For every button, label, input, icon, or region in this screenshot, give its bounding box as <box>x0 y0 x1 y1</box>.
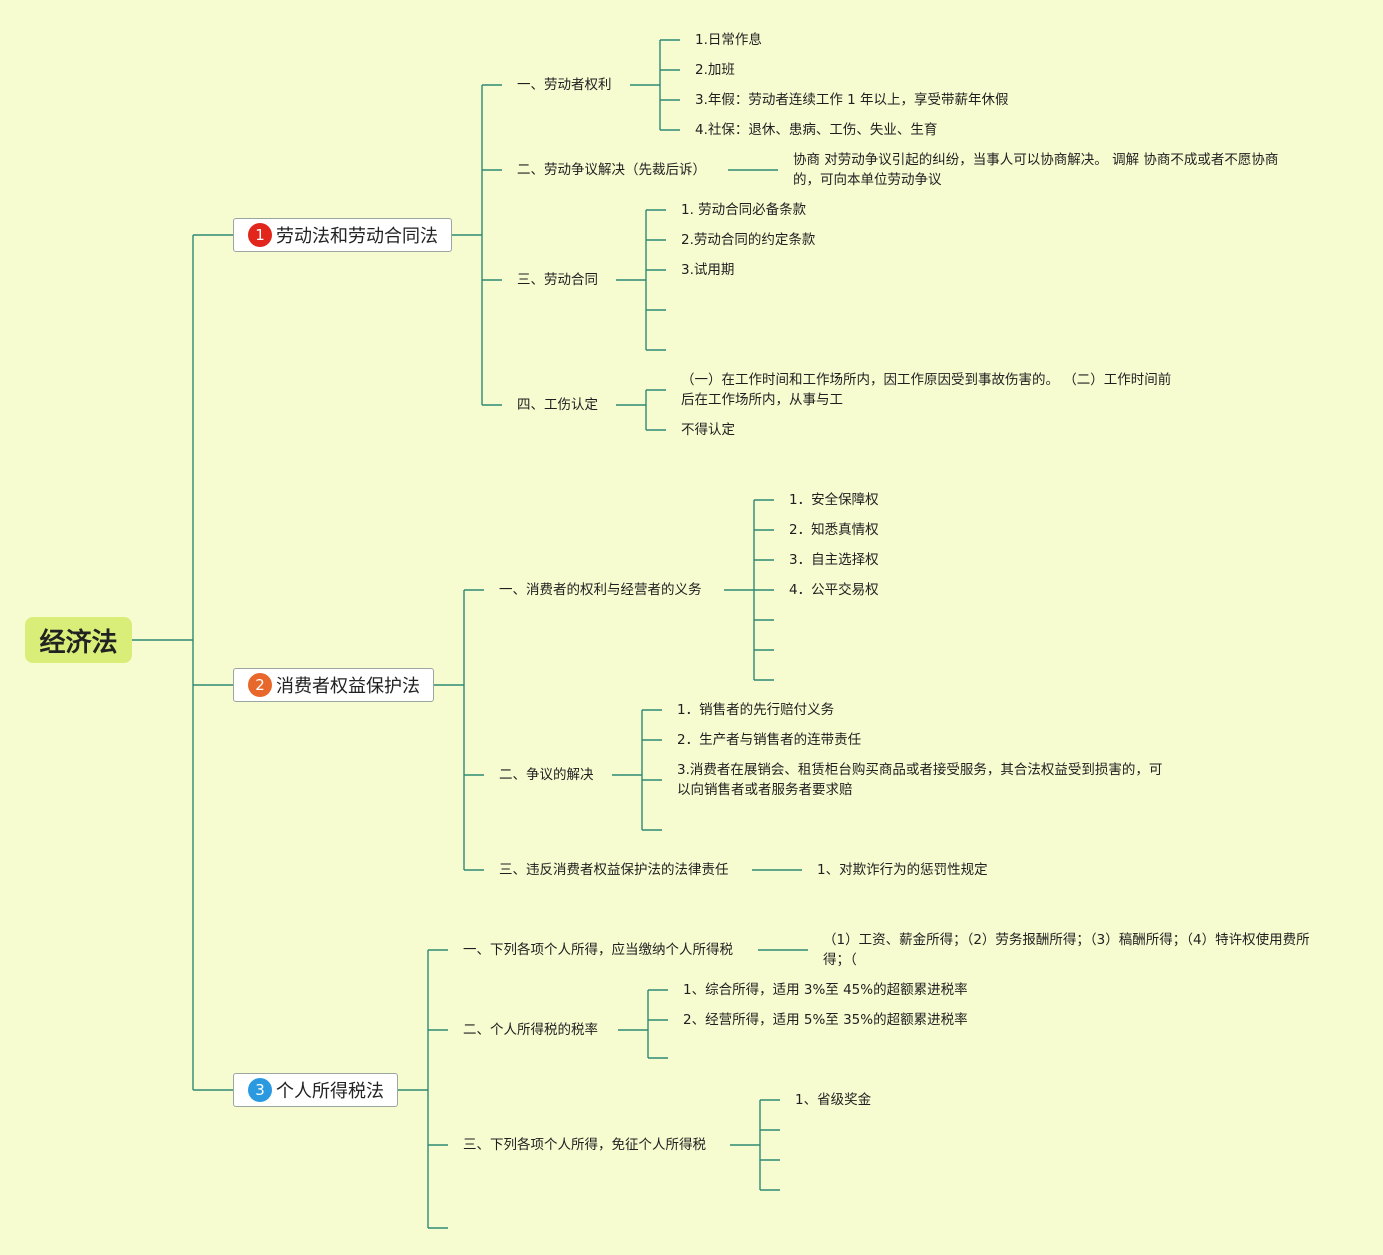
leaf-node[interactable]: 1.日常作息 <box>695 32 762 48</box>
leaf-node[interactable]: 2．知悉真情权 <box>789 522 879 538</box>
leaf-node[interactable]: 4.社保：退休、患病、工伤、失业、生育 <box>695 122 938 138</box>
topic-labor-law[interactable]: 1 劳动法和劳动合同法 <box>233 218 452 252</box>
leaf-node[interactable]: 2、经营所得，适用 5%至 35%的超额累进税率 <box>683 1012 968 1028</box>
root-title: 经济法 <box>39 627 118 658</box>
leaf-node[interactable]: 1、对欺诈行为的惩罚性规定 <box>817 862 988 878</box>
leaf-node[interactable]: 3.年假：劳动者连续工作 1 年以上，享受带薪年休假 <box>695 92 1009 108</box>
number-badge-2: 2 <box>248 673 272 697</box>
leaf-node[interactable]: 2.加班 <box>695 62 735 78</box>
leaf-node[interactable]: （1）工资、薪金所得；（2）劳务报酬所得；（3）稿酬所得；（4）特许权使用费所得… <box>823 932 1310 968</box>
subtopic-node[interactable]: 二、争议的解决 <box>499 767 594 783</box>
subtopic-node[interactable]: 三、劳动合同 <box>517 272 598 288</box>
leaf-node[interactable]: 3.消费者在展销会、租赁柜台购买商品或者接受服务，其合法权益受到损害的，可以向销… <box>677 762 1163 798</box>
subtopic-node[interactable]: 一、下列各项个人所得，应当缴纳个人所得税 <box>463 942 733 958</box>
subtopic-node[interactable]: 一、消费者的权利与经营者的义务 <box>499 582 702 598</box>
subtopic-node[interactable]: 一、劳动者权利 <box>517 77 612 93</box>
topic-title: 个人所得税法 <box>276 1081 384 1102</box>
subtopic-node[interactable]: 二、劳动争议解决（先裁后诉） <box>517 162 706 178</box>
leaf-node[interactable]: 3.试用期 <box>681 262 735 278</box>
leaf-node[interactable]: 协商 对劳动争议引起的纠纷，当事人可以协商解决。 调解 协商不成或者不愿协商的，… <box>793 152 1279 188</box>
subtopic-node[interactable]: 四、工伤认定 <box>517 397 598 413</box>
number-badge-3: 3 <box>248 1078 272 1102</box>
number-badge-1: 1 <box>248 223 272 247</box>
leaf-node[interactable]: 2．生产者与销售者的连带责任 <box>677 732 862 748</box>
topic-income-tax[interactable]: 3 个人所得税法 <box>233 1073 398 1107</box>
leaf-node[interactable]: 1、综合所得，适用 3%至 45%的超额累进税率 <box>683 982 968 998</box>
subtopic-node[interactable]: 二、个人所得税的税率 <box>463 1022 598 1038</box>
leaf-node[interactable]: 1、省级奖金 <box>795 1092 872 1108</box>
leaf-node[interactable]: 4．公平交易权 <box>789 582 879 598</box>
leaf-node[interactable]: 1．安全保障权 <box>789 492 879 508</box>
leaf-node[interactable]: 3．自主选择权 <box>789 552 879 568</box>
leaf-node[interactable]: 1．销售者的先行赔付义务 <box>677 702 835 718</box>
leaf-node[interactable]: 1. 劳动合同必备条款 <box>681 202 807 218</box>
subtopic-node[interactable]: 三、违反消费者权益保护法的法律责任 <box>499 862 729 878</box>
root-node[interactable]: 经济法 <box>25 617 132 663</box>
leaf-node[interactable]: （一）在工作时间和工作场所内，因工作原因受到事故伤害的。 （二）工作时间前后在工… <box>681 372 1172 408</box>
subtopic-node[interactable]: 三、下列各项个人所得，免征个人所得税 <box>463 1137 706 1153</box>
topic-title: 劳动法和劳动合同法 <box>276 226 438 247</box>
leaf-node[interactable]: 2.劳动合同的约定条款 <box>681 232 816 248</box>
leaf-node[interactable]: 不得认定 <box>681 422 735 438</box>
topic-consumer-protection[interactable]: 2 消费者权益保护法 <box>233 668 434 702</box>
topic-title: 消费者权益保护法 <box>276 676 420 697</box>
